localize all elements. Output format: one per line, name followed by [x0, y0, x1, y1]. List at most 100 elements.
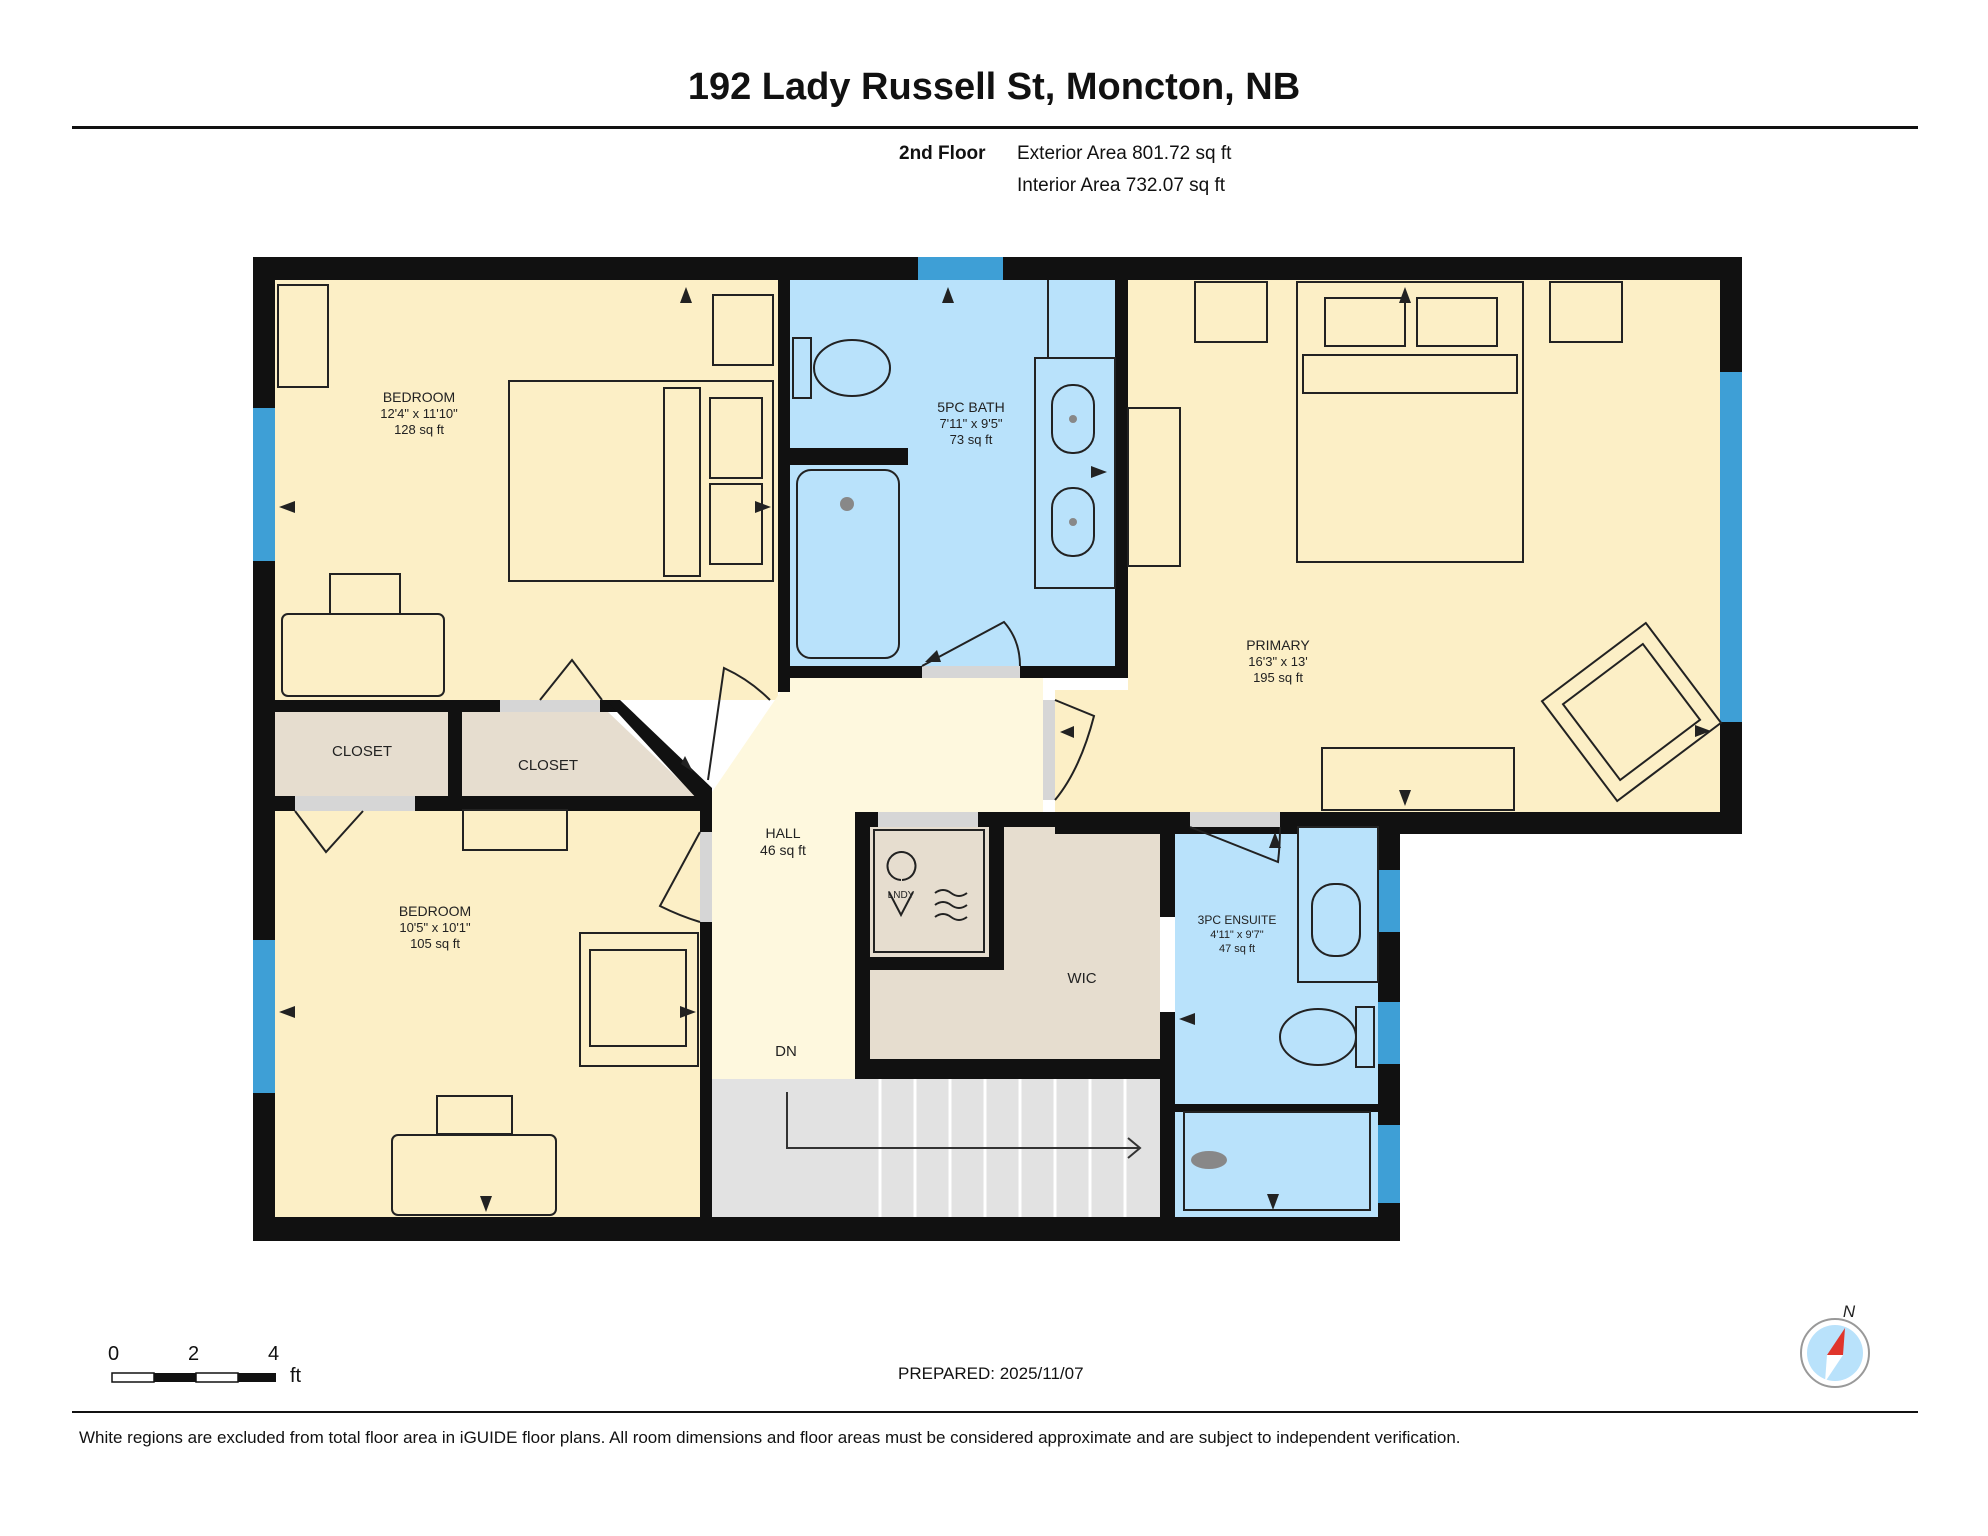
- view-arrow: [1269, 832, 1281, 848]
- view-arrow: [680, 1006, 696, 1018]
- bedroom1-name: BEDROOM: [383, 389, 455, 405]
- door-threshold: [1190, 812, 1280, 827]
- compass-needle-north: [1827, 1328, 1845, 1355]
- bedroom2-dims: 10'5" x 10'1": [399, 920, 471, 935]
- window: [1720, 372, 1742, 722]
- nightstand: [1194, 281, 1268, 343]
- chair: [329, 573, 401, 615]
- nightstand: [712, 294, 774, 366]
- wall-ensuite-top-r: [1280, 812, 1378, 827]
- view-arrow: [1399, 790, 1411, 806]
- wall-closet-divider: [448, 712, 462, 801]
- wall-closet-bottom-l: [275, 796, 295, 811]
- stairs-down-label: DN: [775, 1043, 797, 1060]
- wic-floor: [870, 827, 1160, 1059]
- hall-area: 46 sq ft: [760, 842, 806, 858]
- walls: [253, 257, 1742, 1241]
- compass: N: [1800, 1302, 1870, 1388]
- view-arrows: [279, 287, 1711, 1212]
- pillow: [709, 483, 763, 565]
- closet-shelf: [462, 809, 568, 851]
- window: [253, 940, 275, 1093]
- wall-closet-diagonal: [606, 700, 712, 800]
- laundry-location-icon: [886, 851, 917, 918]
- laundry-machine: [873, 829, 985, 953]
- door-threshold: [295, 796, 415, 811]
- bed-headboard: [1302, 354, 1518, 394]
- interior-area: Interior Area 732.07 sq ft: [1017, 175, 1226, 196]
- scale-segment: [195, 1372, 239, 1383]
- bath-name: 5PC BATH: [937, 399, 1004, 415]
- bedroom2-furniture: [391, 932, 699, 1216]
- wall-right-b: [1720, 722, 1742, 834]
- door-threshold: [878, 812, 978, 827]
- bedroom2-name: BEDROOM: [399, 903, 471, 919]
- wall-hall-left-b: [700, 922, 712, 1217]
- wall-bath-bottom-a: [790, 666, 922, 678]
- primary-area: 195 sq ft: [1253, 670, 1303, 685]
- view-arrow: [1399, 287, 1411, 303]
- scale-bar: [111, 1372, 276, 1383]
- ensuite-area: 47 sq ft: [1219, 943, 1255, 955]
- floor-label: 2nd Floor: [899, 143, 986, 164]
- view-arrow: [1091, 466, 1107, 478]
- primary-dims: 16'3" x 13': [1248, 654, 1307, 669]
- header-divider: [72, 126, 1918, 129]
- view-arrow: [681, 756, 693, 772]
- windows: [253, 257, 1742, 1203]
- bed-headboard: [663, 387, 701, 577]
- window: [1378, 870, 1400, 932]
- view-arrow: [942, 287, 954, 303]
- wall-left-a: [253, 257, 275, 408]
- view-arrow: [925, 650, 941, 662]
- wall-tub-top: [790, 448, 908, 465]
- wall-laundry-right: [989, 827, 1004, 970]
- closet1-name: CLOSET: [332, 743, 392, 760]
- view-arrow: [1267, 1194, 1279, 1210]
- wall-bed1-bath: [778, 280, 790, 692]
- view-arrow: [279, 1006, 295, 1018]
- wall-ensuite-right-b: [1378, 932, 1400, 1002]
- armchair-seat: [1561, 642, 1702, 782]
- bath-furniture: [792, 280, 1116, 659]
- wall-wic-right-b: [1160, 1012, 1175, 1217]
- bedroom2-area: 105 sq ft: [410, 936, 460, 951]
- toilet-bowl: [1279, 1008, 1357, 1066]
- wall-bath-bottom-b: [1020, 666, 1128, 678]
- toilet-tank: [792, 337, 812, 399]
- sink: [1311, 883, 1361, 957]
- closet2-floor: [462, 712, 696, 796]
- bath-area: 73 sq ft: [950, 432, 993, 447]
- bedroom1-dims: 12'4" x 11'10": [380, 406, 458, 421]
- wic-name: WIC: [1067, 970, 1096, 987]
- stair-direction-arrow: [786, 1092, 1140, 1149]
- wall-wic-bottom: [855, 1059, 1175, 1079]
- dresser: [277, 284, 329, 388]
- scale-tick-2: 2: [188, 1343, 200, 1365]
- ensuite-dims: 4'11" x 9'7": [1210, 929, 1263, 941]
- wall-wic-top: [978, 812, 1178, 827]
- dresser: [1321, 747, 1515, 811]
- laundry-waves: [934, 889, 968, 921]
- armchair-seat: [589, 949, 687, 1047]
- wall-bath-primary: [1115, 280, 1128, 666]
- wall-right-a: [1720, 257, 1742, 372]
- door-swing: [707, 666, 771, 781]
- scale-tick-0: 0: [108, 1343, 120, 1365]
- wall-left-b: [253, 561, 275, 940]
- wall-closet-bottom: [415, 796, 712, 811]
- scale-segment: [111, 1372, 155, 1383]
- sink-drain: [1069, 415, 1077, 423]
- ensuite-name: 3PC ENSUITE: [1198, 913, 1277, 927]
- wall-bed1-closet: [275, 700, 500, 712]
- window: [1378, 1125, 1400, 1203]
- view-arrow: [480, 1196, 492, 1212]
- bathtub: [796, 469, 900, 659]
- tub-drain: [840, 497, 854, 511]
- chair: [436, 1095, 513, 1135]
- wall-laundry-top: [855, 812, 878, 827]
- wall-ensuite-right-c: [1378, 1064, 1400, 1125]
- scale-tick-4: 4: [268, 1343, 280, 1365]
- scale-unit: ft: [290, 1365, 302, 1387]
